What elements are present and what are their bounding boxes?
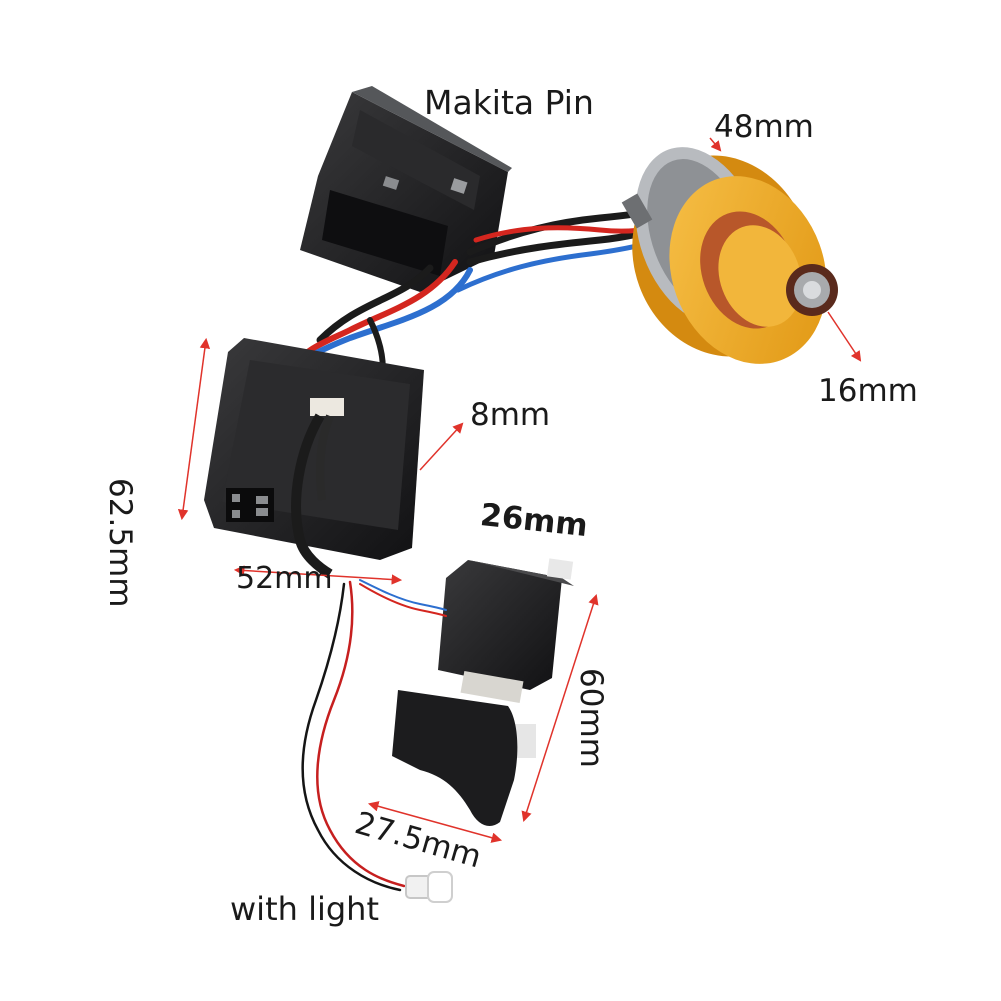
brushless-motor xyxy=(621,147,838,364)
with-light-label: with light xyxy=(230,890,379,928)
light-wire xyxy=(301,579,447,892)
controller-board xyxy=(204,338,424,579)
bearing-size-label: 16mm xyxy=(818,373,918,409)
makita-pin-label: Makita Pin xyxy=(424,83,594,122)
board-thickness-label: 8mm xyxy=(470,397,551,433)
switch-height-label: 60mm xyxy=(573,668,609,768)
board-width-label: 52mm xyxy=(236,561,333,596)
trigger-switch xyxy=(392,558,574,826)
dimension-arrows xyxy=(177,137,862,843)
board-height-label: 62.5mm xyxy=(102,478,138,608)
motor-diameter-label: 48mm xyxy=(714,109,814,145)
led-light xyxy=(405,871,453,903)
battery-connector xyxy=(300,86,512,292)
